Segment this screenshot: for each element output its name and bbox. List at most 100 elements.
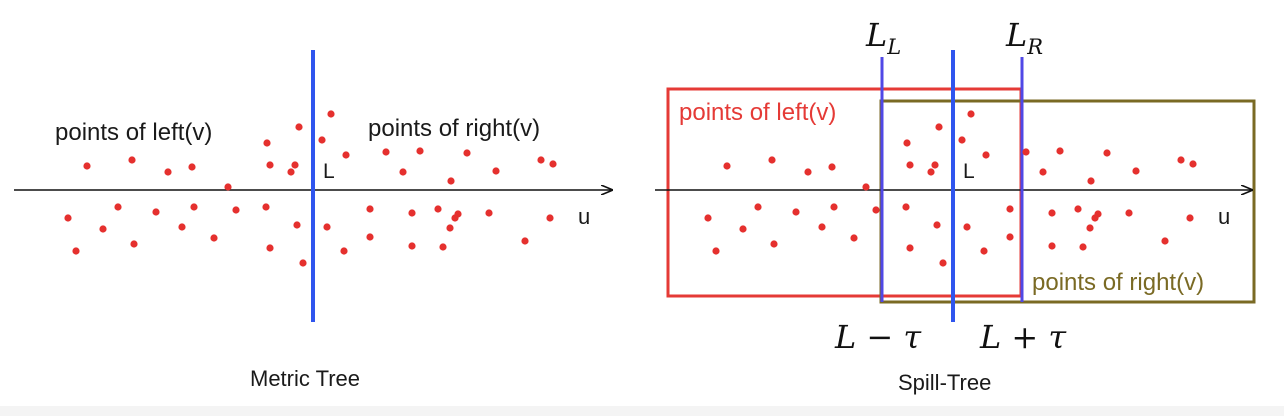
spill-point	[980, 247, 988, 255]
metric-points	[64, 110, 557, 267]
spill-point	[1161, 237, 1169, 245]
spill-split-label: L	[963, 160, 975, 183]
metric-tree-caption: Metric Tree	[250, 366, 360, 391]
metric-point	[485, 209, 493, 217]
spill-point	[1086, 224, 1094, 232]
metric-point	[188, 163, 196, 171]
spill-point	[906, 161, 914, 169]
spill-points	[704, 110, 1197, 267]
spill-point	[818, 223, 826, 231]
metric-point	[451, 214, 459, 222]
spill-point	[872, 206, 880, 214]
spill-point	[1006, 205, 1014, 213]
spill-point	[1103, 149, 1111, 157]
spill-point	[1039, 168, 1047, 176]
metric-point	[382, 148, 390, 156]
spill-point	[967, 110, 975, 118]
spill-point	[1177, 156, 1185, 164]
spill-point	[1074, 205, 1082, 213]
metric-point	[366, 233, 374, 241]
spill-point	[1091, 214, 1099, 222]
metric-point	[224, 183, 232, 191]
metric-point	[549, 160, 557, 168]
spill-point	[1056, 147, 1064, 155]
metric-point	[287, 168, 295, 176]
spill-point	[1079, 243, 1087, 251]
spill-point	[754, 203, 762, 211]
metric-point	[266, 244, 274, 252]
spill-point	[939, 259, 947, 267]
metric-point	[293, 221, 301, 229]
spill-point	[804, 168, 812, 176]
metric-point	[521, 237, 529, 245]
spill-point	[982, 151, 990, 159]
metric-point	[416, 147, 424, 155]
metric-point	[434, 205, 442, 213]
spill-point	[862, 183, 870, 191]
spill-right-label: points of right(v)	[1032, 269, 1204, 296]
spill-point	[935, 123, 943, 131]
metric-point	[399, 168, 407, 176]
metric-point	[537, 156, 545, 164]
spill-point	[963, 223, 971, 231]
spill-point	[768, 156, 776, 164]
metric-point	[232, 206, 240, 214]
metric-point	[295, 123, 303, 131]
spill-point	[770, 240, 778, 248]
spill-point	[927, 168, 935, 176]
metric-point	[164, 168, 172, 176]
spill-point	[712, 247, 720, 255]
spill-axis-label: u	[1218, 204, 1230, 229]
l-plus-tau-label: L + τ	[979, 318, 1067, 356]
metric-point	[190, 203, 198, 211]
spill-point	[850, 234, 858, 242]
spill-point	[1132, 167, 1140, 175]
spill-point	[828, 163, 836, 171]
metric-point	[266, 161, 274, 169]
metric-point	[72, 247, 80, 255]
metric-point	[463, 149, 471, 157]
metric-point	[366, 205, 374, 213]
metric-tree-panel: points of left(v) points of right(v) L u…	[14, 50, 612, 391]
spill-point	[739, 225, 747, 233]
spill-point	[906, 244, 914, 252]
l-minus-tau-label: L − τ	[834, 318, 922, 356]
metric-point	[210, 234, 218, 242]
lr-label: LR	[1005, 16, 1043, 59]
spill-point	[1087, 177, 1095, 185]
metric-point	[342, 151, 350, 159]
metric-point	[327, 110, 335, 118]
metric-point	[546, 214, 554, 222]
spill-point	[1048, 242, 1056, 250]
spill-point	[1125, 209, 1133, 217]
spill-point	[933, 221, 941, 229]
metric-point	[408, 209, 416, 217]
spill-point	[723, 162, 731, 170]
metric-point	[114, 203, 122, 211]
metric-point	[83, 162, 91, 170]
metric-point	[299, 259, 307, 267]
spill-tree-panel: points of left(v) points of right(v) L u…	[655, 16, 1256, 395]
metric-split-label: L	[323, 160, 335, 183]
spill-point	[792, 208, 800, 216]
metric-point	[99, 225, 107, 233]
metric-point	[262, 203, 270, 211]
metric-point	[178, 223, 186, 231]
spill-point	[1186, 214, 1194, 222]
bottom-strip	[0, 406, 1284, 416]
spill-point	[830, 203, 838, 211]
metric-point	[64, 214, 72, 222]
metric-left-label: points of left(v)	[55, 119, 212, 146]
spill-point	[1189, 160, 1197, 168]
metric-right-label: points of right(v)	[368, 115, 540, 142]
spill-point	[1022, 148, 1030, 156]
metric-point	[263, 139, 271, 147]
spill-tree-caption: Spill-Tree	[898, 370, 991, 395]
metric-point	[318, 136, 326, 144]
metric-point	[492, 167, 500, 175]
metric-point	[291, 161, 299, 169]
spill-point	[931, 161, 939, 169]
spill-point	[902, 203, 910, 211]
